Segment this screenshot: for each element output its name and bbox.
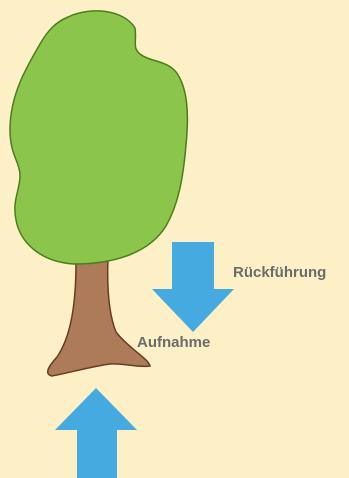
return-label: Rückführung (233, 264, 327, 281)
uptake-arrow-icon (55, 388, 137, 478)
return-arrow-icon (152, 242, 234, 332)
tree-trunk (46, 257, 151, 377)
tree-crown (9, 10, 189, 265)
uptake-label: Aufnahme (137, 334, 211, 351)
